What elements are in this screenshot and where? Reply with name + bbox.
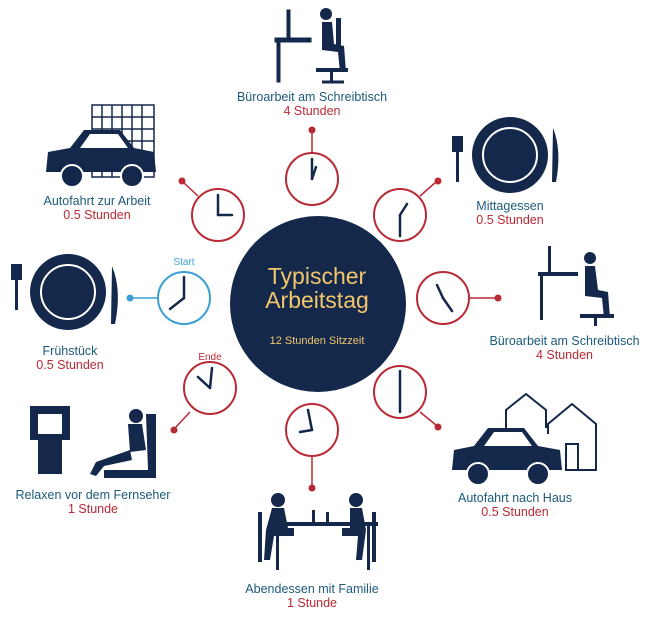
clock-autofahrt-haus <box>373 365 442 431</box>
clock-buero-1 <box>285 126 339 206</box>
center-title-line2: Arbeitstag <box>265 287 369 314</box>
clock-fruehstueck <box>126 271 211 325</box>
center-title-line1: Typischer <box>267 263 367 289</box>
desk-worker-icon <box>274 8 348 84</box>
clock-mittagessen <box>373 177 442 242</box>
desk-worker-icon <box>538 246 614 326</box>
clock-autofahrt-arbeit <box>178 177 245 242</box>
car-building-icon <box>46 104 156 188</box>
clock-relaxen <box>170 361 237 434</box>
start-marker: Start <box>173 257 195 268</box>
plate-icon <box>11 254 118 330</box>
clock-abendessen <box>285 403 339 492</box>
plate-icon <box>452 117 559 193</box>
car-house-icon <box>452 392 597 486</box>
center-subtitle: 12 Stunden Sitzzeit <box>269 335 365 347</box>
clock-buero-2 <box>416 271 502 325</box>
center-title: Typischer Arbeitstag <box>232 264 402 312</box>
tv-relax-icon <box>30 406 156 478</box>
center-circle <box>230 216 406 392</box>
end-marker: Ende <box>198 352 222 363</box>
dinner-family-icon <box>258 493 378 570</box>
